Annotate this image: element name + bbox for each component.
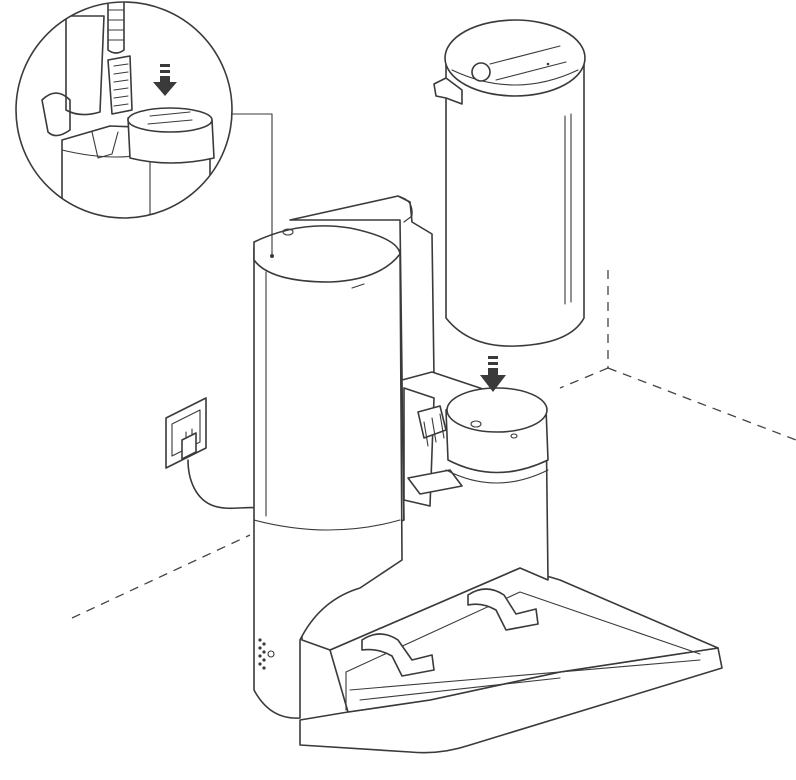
leader-line <box>227 113 273 257</box>
wall-outlet <box>165 397 207 469</box>
dock-station <box>253 195 549 719</box>
inset-magnifier <box>15 1 233 219</box>
down-arrow-inset <box>153 64 177 96</box>
down-arrow-main <box>480 356 506 392</box>
base-ramp <box>299 567 723 754</box>
room-floor-lines <box>71 270 796 619</box>
dust-bag-tank <box>433 19 586 347</box>
vent-dots <box>258 638 266 670</box>
power-cord <box>187 459 259 510</box>
